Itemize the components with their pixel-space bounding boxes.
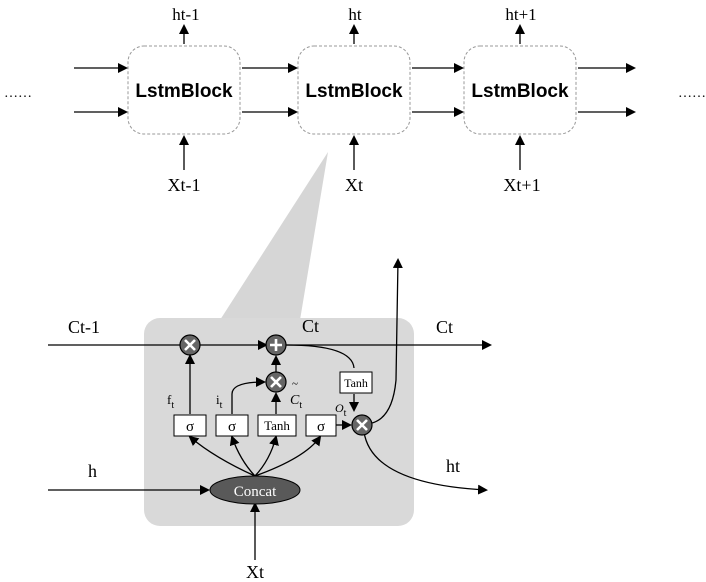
block-2-input-label: Xt bbox=[345, 175, 363, 195]
candidate-tanh-box: Tanh bbox=[257, 414, 297, 437]
input-multiply-node bbox=[265, 371, 287, 393]
lstm-block-1: LstmBlock bbox=[127, 45, 241, 135]
right-ellipsis: …… bbox=[678, 86, 706, 101]
forget-multiply-node bbox=[179, 334, 201, 356]
candidate-letter: C bbox=[290, 393, 300, 408]
block-3-output-label: ht+1 bbox=[505, 5, 536, 24]
input-gate-letter: i bbox=[216, 392, 220, 407]
lstm-block-1-box bbox=[127, 45, 241, 135]
candidate-label: Ct bbox=[290, 393, 302, 411]
lstm-block-2-label: LstmBlock bbox=[305, 81, 403, 102]
output-gate-box: σ bbox=[305, 414, 337, 437]
cell-tanh-symbol: Tanh bbox=[344, 376, 368, 390]
input-gate-symbol: σ bbox=[228, 419, 236, 435]
c-out-label: Ct bbox=[436, 317, 453, 337]
lstm-block-3-label: LstmBlock bbox=[471, 81, 569, 102]
output-gate-letter: O bbox=[335, 401, 344, 415]
lstm-block-2-box bbox=[297, 45, 411, 135]
concat-node: Concat bbox=[209, 475, 301, 505]
c-mid-label: Ct bbox=[302, 316, 319, 336]
block-1-input-label: Xt-1 bbox=[168, 175, 201, 195]
h-out-label: ht bbox=[446, 456, 460, 476]
h-in-label: h bbox=[88, 461, 97, 481]
lstm-block-3: LstmBlock bbox=[463, 45, 577, 135]
lstm-block-3-box bbox=[463, 45, 577, 135]
lstm-block-2: LstmBlock bbox=[297, 45, 411, 135]
candidate-subscript: t bbox=[299, 400, 302, 411]
candidate-tanh-symbol: Tanh bbox=[264, 418, 290, 433]
input-gate-label: it bbox=[216, 392, 223, 411]
block-3-input-label: Xt+1 bbox=[503, 175, 540, 195]
output-multiply-node bbox=[351, 414, 373, 436]
input-gate-box: σ bbox=[215, 414, 249, 437]
output-gate-symbol: σ bbox=[317, 419, 325, 435]
forget-gate-box: σ bbox=[173, 414, 207, 437]
forget-gate-symbol: σ bbox=[186, 419, 194, 435]
cell-tanh-box: Tanh bbox=[339, 371, 373, 394]
lstm-block-1-label: LstmBlock bbox=[135, 81, 233, 102]
candidate-accent: ~ bbox=[292, 378, 298, 390]
forget-gate-subscript: t bbox=[171, 400, 174, 411]
block-2-output-label: ht bbox=[348, 5, 362, 24]
block-1-output-label: ht-1 bbox=[172, 5, 199, 24]
c-prev-label: Ct-1 bbox=[68, 317, 100, 337]
output-gate-label: Ot bbox=[335, 401, 347, 419]
forget-gate-letter: f bbox=[167, 392, 172, 407]
output-gate-subscript: t bbox=[344, 408, 347, 419]
left-ellipsis: …… bbox=[4, 86, 32, 101]
input-gate-subscript: t bbox=[220, 400, 223, 411]
zoom-wedge bbox=[220, 152, 328, 320]
add-node bbox=[265, 334, 287, 356]
chain-arrows bbox=[74, 24, 636, 170]
forget-gate-label: ft bbox=[167, 392, 174, 411]
x-in-label: Xt bbox=[246, 562, 264, 582]
concat-label: Concat bbox=[234, 484, 277, 500]
